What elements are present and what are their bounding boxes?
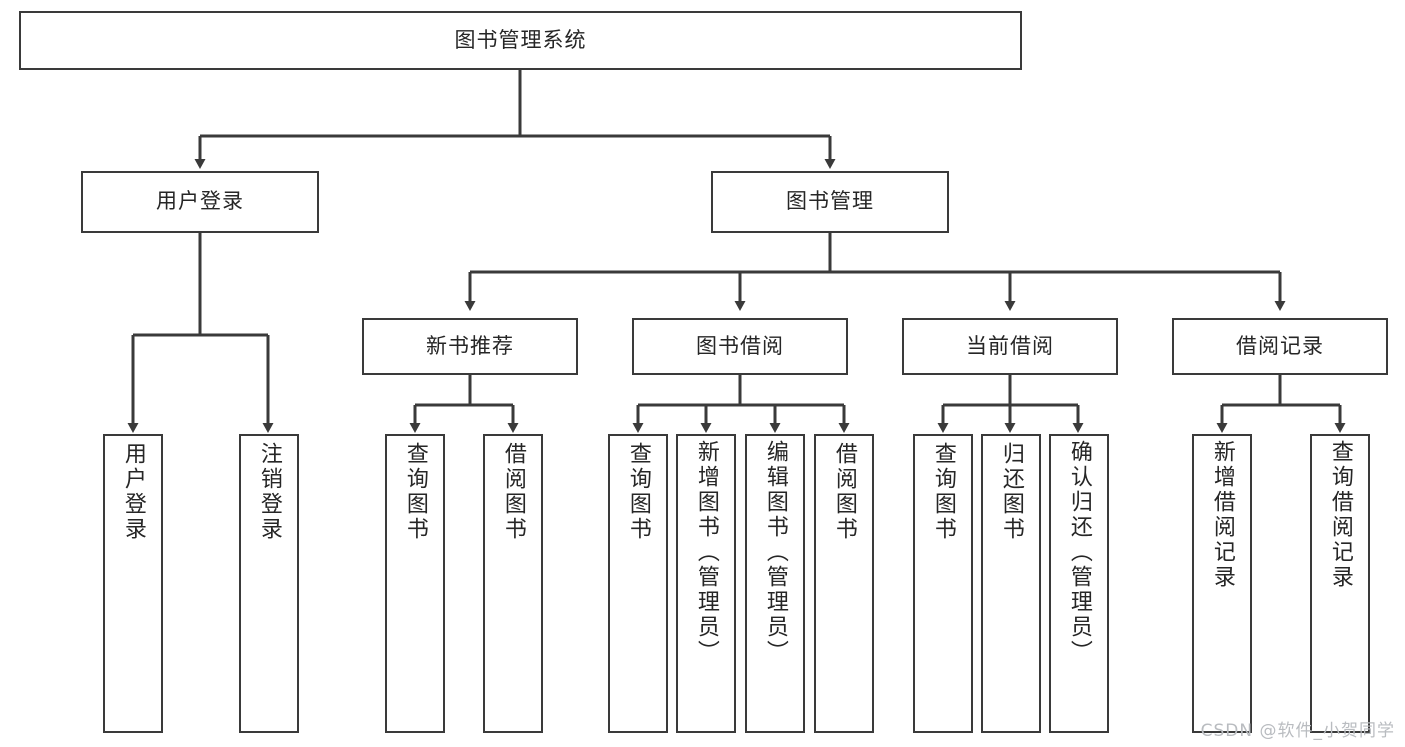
node-label: 用户登录: [120, 442, 146, 542]
node-label: 注销登录: [256, 442, 282, 542]
node-user-login[interactable]: 用户登录: [81, 171, 319, 233]
node-label: 图书借阅: [696, 333, 784, 358]
leaf-user-login-logout[interactable]: 注销登录: [239, 434, 299, 733]
leaf-borrow-record-add[interactable]: 新增借阅记录: [1192, 434, 1252, 733]
node-label: 新增借阅记录: [1209, 440, 1235, 590]
leaf-current-borrow-return[interactable]: 归还图书: [981, 434, 1041, 733]
node-label: 编辑图书（管理员）: [762, 440, 788, 665]
node-borrow-record[interactable]: 借阅记录: [1172, 318, 1388, 375]
leaf-new-book-query[interactable]: 查询图书: [385, 434, 445, 733]
node-label: 新书推荐: [426, 333, 514, 358]
node-label: 图书管理系统: [454, 27, 587, 52]
leaf-borrow-record-query[interactable]: 查询借阅记录: [1310, 434, 1370, 733]
node-label: 查询图书: [402, 442, 428, 542]
node-label: 确认归还（管理员）: [1066, 440, 1092, 665]
node-label: 用户登录: [156, 189, 244, 214]
node-label: 新增图书（管理员）: [693, 440, 719, 665]
leaf-book-borrow-add[interactable]: 新增图书（管理员）: [676, 434, 736, 733]
node-book-management[interactable]: 图书管理: [711, 171, 949, 233]
node-label: 借阅记录: [1236, 333, 1324, 358]
node-label: 查询图书: [625, 442, 651, 542]
leaf-book-borrow-query[interactable]: 查询图书: [608, 434, 668, 733]
node-label: 图书管理: [786, 189, 874, 214]
node-current-borrow[interactable]: 当前借阅: [902, 318, 1118, 375]
leaf-current-borrow-query[interactable]: 查询图书: [913, 434, 973, 733]
node-label: 归还图书: [998, 442, 1024, 542]
node-label: 借阅图书: [831, 442, 857, 542]
leaf-user-login-login[interactable]: 用户登录: [103, 434, 163, 733]
node-label: 当前借阅: [966, 333, 1054, 358]
node-label: 查询借阅记录: [1327, 440, 1353, 590]
leaf-new-book-borrow[interactable]: 借阅图书: [483, 434, 543, 733]
leaf-book-borrow-borrow[interactable]: 借阅图书: [814, 434, 874, 733]
node-book-borrow[interactable]: 图书借阅: [632, 318, 848, 375]
leaf-current-borrow-confirm-return[interactable]: 确认归还（管理员）: [1049, 434, 1109, 733]
node-label: 查询图书: [930, 442, 956, 542]
leaf-book-borrow-edit[interactable]: 编辑图书（管理员）: [745, 434, 805, 733]
node-new-book-recommend[interactable]: 新书推荐: [362, 318, 578, 375]
node-label: 借阅图书: [500, 442, 526, 542]
node-root-system[interactable]: 图书管理系统: [19, 11, 1022, 70]
